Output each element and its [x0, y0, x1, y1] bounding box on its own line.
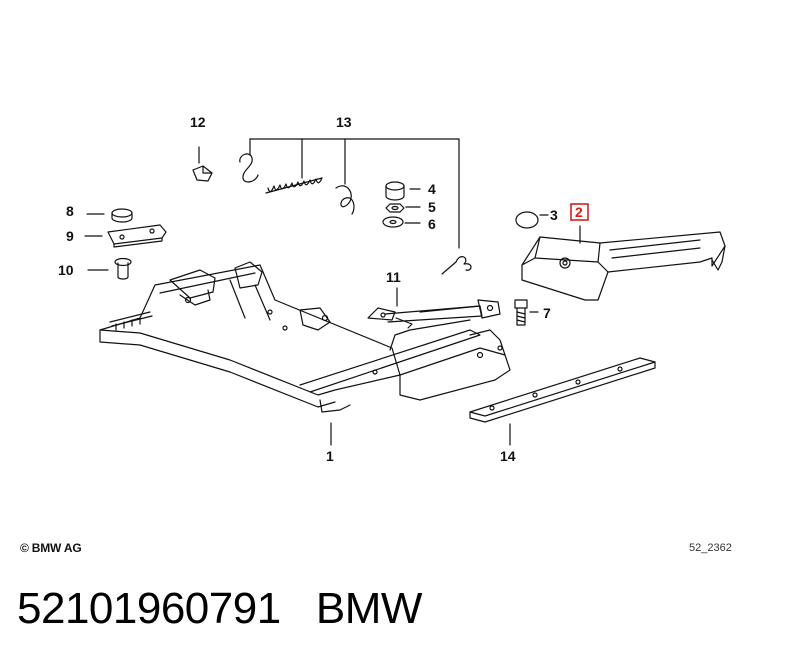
callout-5: 5: [428, 199, 436, 215]
clip: [192, 146, 213, 182]
callout-3: 3: [550, 207, 558, 223]
cap: [515, 211, 549, 229]
callout-6: 6: [428, 216, 436, 232]
springs: [239, 138, 472, 275]
callout-8: 8: [66, 203, 74, 219]
part-number-footer: 52101960791 BMW: [17, 584, 422, 634]
callout-labels: 12 13 4 5 6 3 2 8 9 10 11 7 1 14: [58, 114, 583, 464]
strap: [469, 357, 656, 446]
callout-2: 2: [575, 204, 583, 220]
diagram-id: 52_2362: [689, 542, 732, 554]
callout-11: 11: [386, 269, 401, 285]
callout-14: 14: [500, 448, 516, 464]
seat-adjust-lever: [521, 225, 726, 301]
callout-1: 1: [326, 448, 334, 464]
seat-rail-frame: [99, 261, 511, 446]
pin: [87, 257, 132, 280]
gas-strut: [367, 287, 501, 329]
plate: [84, 224, 167, 248]
part-number: 52101960791: [17, 584, 281, 633]
callout-12: 12: [190, 114, 206, 130]
highlight-box: [570, 203, 589, 221]
callout-9: 9: [66, 228, 74, 244]
callout-13: 13: [336, 114, 352, 130]
bushing-stack: [382, 181, 421, 228]
bolt: [514, 299, 539, 326]
brand-name: BMW: [315, 584, 423, 633]
callout-10: 10: [58, 262, 74, 278]
callout-7: 7: [543, 305, 551, 321]
nut: [86, 208, 133, 223]
callout-4: 4: [428, 181, 436, 197]
copyright-notice: © BMW AG: [20, 541, 82, 555]
